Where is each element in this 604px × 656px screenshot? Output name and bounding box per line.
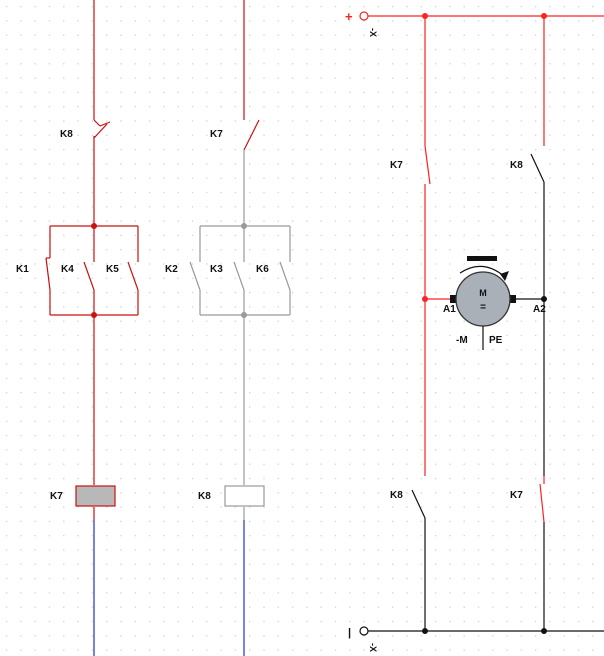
- control-circuit-left: [45, 0, 139, 520]
- minus-terminal: [359, 626, 369, 636]
- k8-power-lower-contact-lever: [411, 489, 426, 519]
- label-k6: K6: [256, 264, 269, 275]
- left-junction-bottom: [91, 312, 97, 318]
- middle-junction-top: [241, 223, 247, 229]
- motor-a1-junction: [422, 296, 428, 302]
- motor-name-label: -M: [456, 335, 468, 346]
- k4-contact-lever: [83, 261, 95, 291]
- k7-coil: [75, 485, 116, 507]
- label-k7-power-lower: K7: [510, 490, 523, 501]
- motor-a1-label: A1: [443, 304, 456, 315]
- left-junction-top: [91, 223, 97, 229]
- plus-terminal: [359, 11, 369, 21]
- k6-contact-lever: [279, 261, 291, 291]
- motor-rotation-arrowhead: [500, 271, 509, 281]
- top-terminal-label: -X: [368, 28, 378, 37]
- k7-no-contact-lever: [243, 119, 260, 151]
- label-k7-middle: K7: [210, 129, 223, 140]
- label-k8-power-upper: K8: [510, 160, 523, 171]
- label-k8-coil: K8: [198, 491, 211, 502]
- middle-junction-bottom: [241, 312, 247, 318]
- motor-dc-symbol: =: [480, 302, 486, 313]
- k8-nc-contact-blade: [93, 119, 101, 127]
- label-k4: K4: [61, 264, 74, 275]
- bottom-terminal-label: -X: [368, 643, 378, 652]
- k8-nc-contact-lever: [93, 123, 108, 139]
- labels: K8 K1 K4 K5 K7 K7 K2 K3 K6 K8 K7 K8 K8 K…: [16, 129, 546, 502]
- motor-a2-label: A2: [533, 304, 546, 315]
- label-k1: K1: [16, 264, 29, 275]
- label-k5: K5: [106, 264, 119, 275]
- plus-symbol: +: [345, 9, 353, 24]
- negative-rail-junction-left: [422, 628, 428, 634]
- k1-contact-lever: [45, 257, 51, 291]
- motor-pe-label: PE: [489, 335, 503, 346]
- label-k8-left: K8: [60, 129, 73, 140]
- label-k2: K2: [165, 264, 178, 275]
- motor-letter: M: [479, 288, 487, 298]
- k8-nc-contact-stop: [99, 121, 111, 127]
- k8-power-upper-contact-lever: [530, 153, 545, 183]
- motor-a2-terminal: [510, 295, 516, 303]
- k5-contact-lever: [127, 261, 139, 291]
- k7-power-contact-lever: [424, 145, 431, 185]
- motor-brush-bar: [467, 256, 497, 261]
- label-k3: K3: [210, 264, 223, 275]
- k7-power-lower-contact-lever: [539, 483, 545, 523]
- k8-coil: [224, 485, 265, 507]
- label-k8-power-lower: K8: [390, 490, 403, 501]
- motor-body: [455, 271, 511, 327]
- negative-rail-junction-right: [541, 628, 547, 634]
- label-k7-coil: K7: [50, 491, 63, 502]
- minus-symbol: |: [348, 627, 351, 639]
- label-k7-power-upper: K7: [390, 160, 403, 171]
- k2-contact-lever: [189, 261, 201, 291]
- motor-a1-terminal: [450, 295, 456, 303]
- k3-contact-lever: [233, 261, 245, 291]
- motor-a2-junction: [541, 296, 547, 302]
